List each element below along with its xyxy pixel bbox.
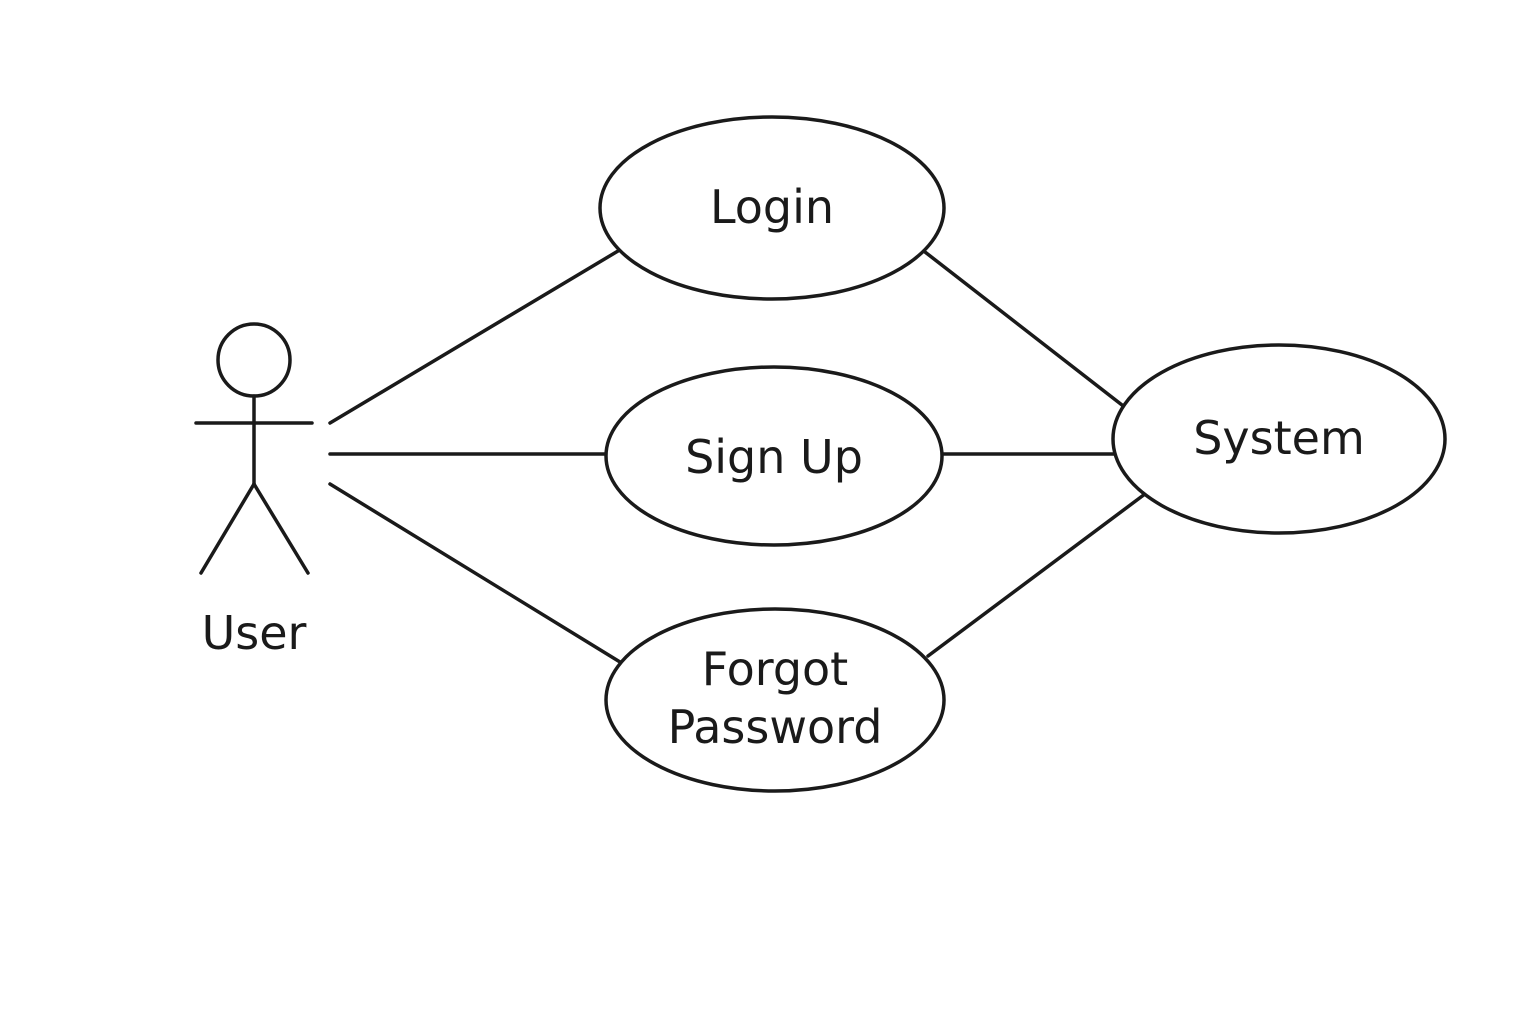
use-case-forgot-password-label-line1: Forgot <box>702 642 848 696</box>
stick-figure-icon <box>194 322 314 575</box>
actor-left-leg <box>199 482 256 575</box>
association-forgot-password-system <box>926 492 1147 658</box>
use-case-login-ellipse <box>598 115 946 301</box>
actor-label: User <box>202 606 307 660</box>
association-login-system <box>923 250 1124 407</box>
use-case-sign-up-ellipse <box>604 365 944 547</box>
use-case-sign-up-label: Sign Up <box>685 430 863 484</box>
use-case-forgot-password: Forgot Password <box>604 607 946 793</box>
use-case-login: Login <box>598 115 946 301</box>
use-case-forgot-password-label-line2: Password <box>668 700 883 754</box>
system-label: System <box>1193 411 1365 465</box>
use-case-login-label: Login <box>710 180 834 234</box>
system-ellipse <box>1111 343 1447 535</box>
association-user-login <box>328 249 620 425</box>
use-case-sign-up: Sign Up <box>604 365 944 547</box>
use-case-forgot-password-ellipse <box>604 607 946 793</box>
system-node: System <box>1111 343 1447 535</box>
actor-right-leg <box>252 482 310 575</box>
association-user-forgot-password <box>328 482 622 664</box>
actor-head <box>216 322 292 398</box>
